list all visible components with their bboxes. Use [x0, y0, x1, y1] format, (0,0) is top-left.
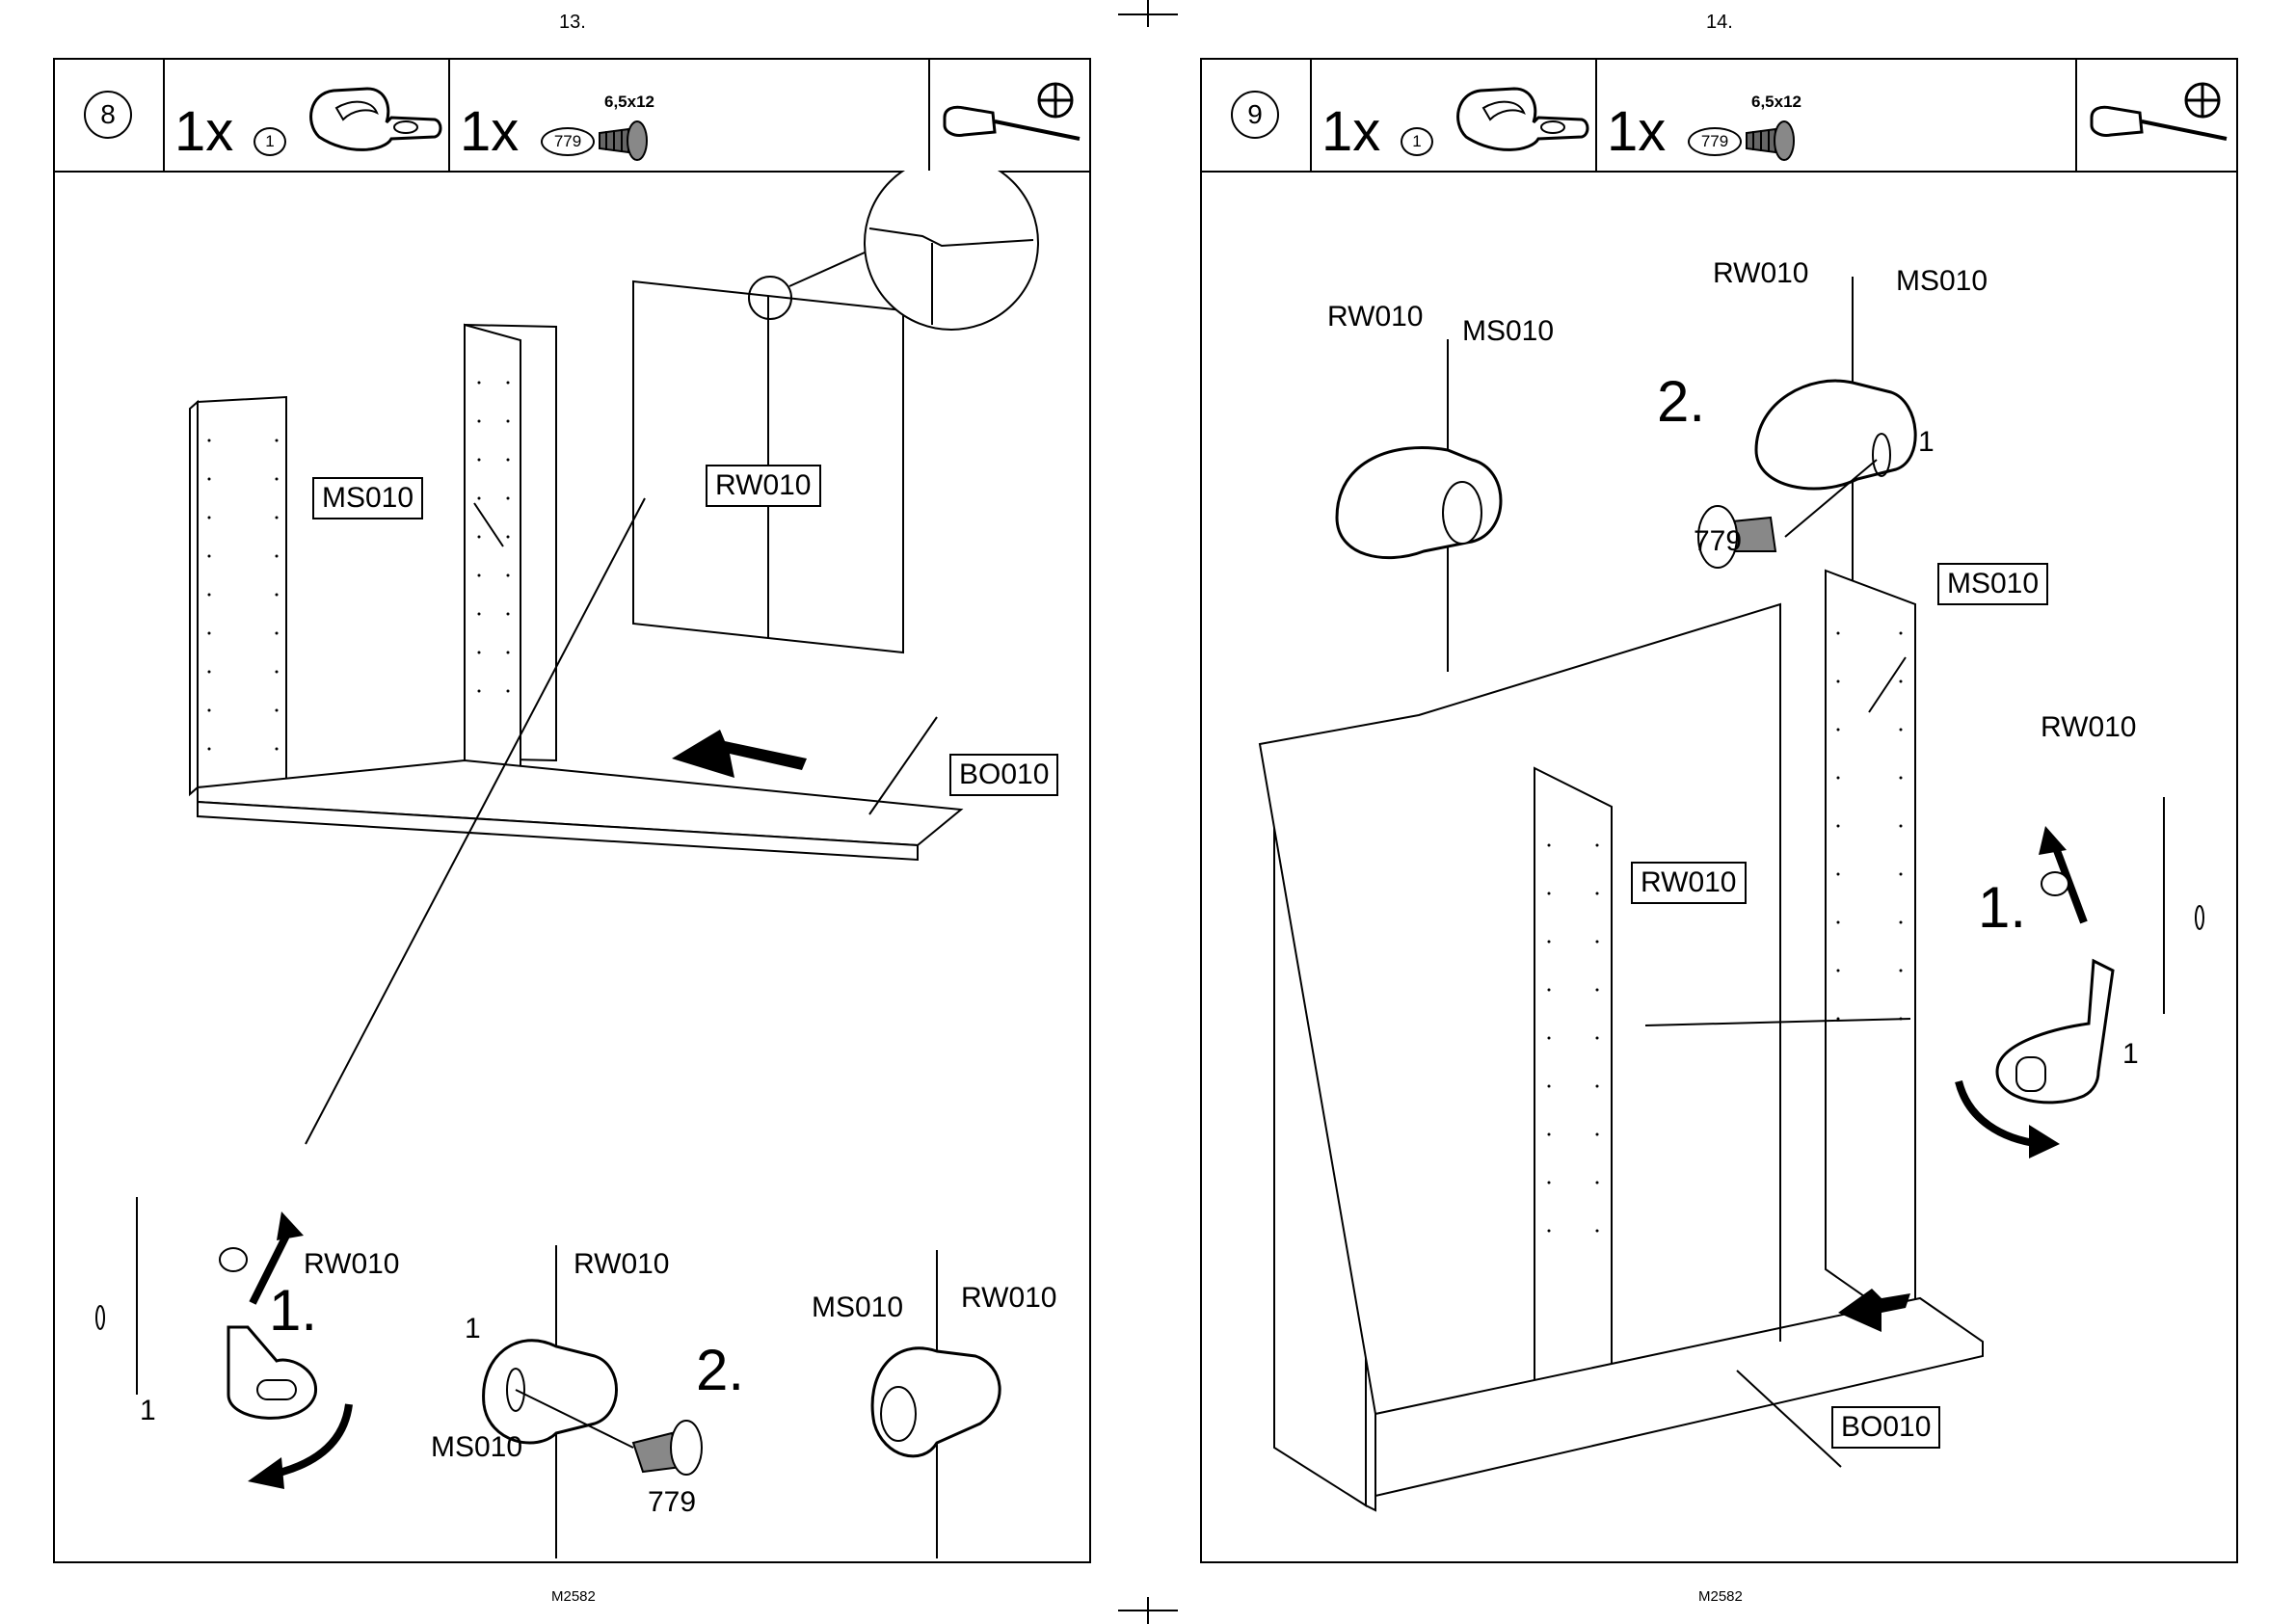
substep-1: 1.	[1978, 874, 2026, 941]
label-ms010-box: MS010	[312, 477, 423, 519]
label-rw010: RW010	[961, 1282, 1057, 1315]
hardware-part-number: 1	[254, 127, 286, 156]
hardware-cell-part-1: 1x 1	[165, 60, 450, 171]
phillips-screwdriver-icon	[2082, 79, 2236, 156]
hardware-cell-screw: 1x 779 6,5x12	[1597, 60, 2077, 171]
tool-cell	[930, 60, 1093, 171]
step-number-cell: 9	[1202, 60, 1312, 171]
label-bo010-box: BO010	[1831, 1406, 1940, 1449]
page-number: 13.	[559, 12, 586, 34]
substep-2: 2.	[1657, 368, 1705, 435]
label-ms010: MS010	[1896, 265, 1988, 298]
screw-icon	[1742, 116, 1809, 164]
label-ms010: MS010	[1462, 315, 1554, 348]
label-rw010: RW010	[2041, 711, 2137, 744]
page-footer: M2582	[551, 1588, 596, 1605]
phillips-screwdriver-icon	[935, 79, 1089, 156]
label-ms010: MS010	[431, 1431, 522, 1464]
hardware-quantity: 1x	[1321, 104, 1380, 160]
label-part-1: 1	[1918, 426, 1935, 459]
label-rw010-box: RW010	[1631, 862, 1747, 904]
hardware-quantity: 1x	[1607, 104, 1666, 160]
hardware-cell-screw: 1x 779 6,5x12	[450, 60, 930, 171]
cam-lock-icon	[1447, 79, 1591, 156]
label-rw010: RW010	[1327, 301, 1424, 333]
hardware-cell-part-1: 1x 1	[1312, 60, 1597, 171]
step-header: 8 1x 1 1x 779 6,5x12	[55, 60, 1089, 173]
screw-size: 6,5x12	[1751, 93, 1801, 112]
hardware-part-number: 779	[1688, 127, 1742, 156]
hardware-quantity: 1x	[460, 104, 519, 160]
label-ms010: MS010	[812, 1291, 903, 1324]
step-panel-9: 9 1x 1 1x 779 6,5x12	[1200, 58, 2238, 1563]
label-part-1: 1	[2122, 1038, 2139, 1071]
hardware-quantity: 1x	[174, 104, 233, 160]
label-part-1: 1	[140, 1395, 156, 1427]
step-header: 9 1x 1 1x 779 6,5x12	[1202, 60, 2236, 173]
label-bo010-box: BO010	[949, 754, 1058, 796]
step-panel-8: 8 1x 1 1x 779 6,5x12	[53, 58, 1091, 1563]
label-part-1: 1	[465, 1313, 481, 1345]
crop-mark	[1118, 1610, 1178, 1611]
hardware-part-number: 1	[1401, 127, 1433, 156]
step-number: 9	[1231, 91, 1279, 139]
step-number: 8	[84, 91, 132, 139]
screw-size: 6,5x12	[604, 93, 654, 112]
step-number-cell: 8	[55, 60, 165, 171]
substep-2: 2.	[696, 1337, 744, 1403]
label-rw010-box: RW010	[706, 465, 821, 507]
screw-icon	[595, 116, 662, 164]
label-rw010: RW010	[1713, 257, 1809, 290]
tool-cell	[2077, 60, 2240, 171]
label-screw-779: 779	[1694, 525, 1742, 558]
label-screw-779: 779	[648, 1486, 696, 1519]
crop-mark	[1118, 13, 1178, 15]
hardware-part-number: 779	[541, 127, 595, 156]
page-footer: M2582	[1698, 1588, 1743, 1605]
label-rw010: RW010	[304, 1248, 400, 1281]
substep-1: 1.	[269, 1277, 317, 1344]
assembly-illustration	[55, 171, 1089, 1561]
label-ms010-box: MS010	[1937, 563, 2048, 605]
page-number: 14.	[1706, 12, 1733, 34]
label-rw010: RW010	[574, 1248, 670, 1281]
cam-lock-icon	[300, 79, 444, 156]
